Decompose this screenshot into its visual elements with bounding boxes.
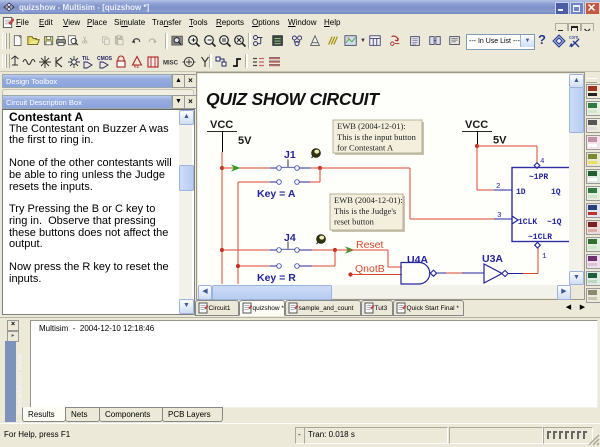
svg-text:1: 1 bbox=[542, 253, 547, 261]
svg-text:~1Q: ~1Q bbox=[547, 218, 562, 227]
svg-text:EWB (2004-12-01):: EWB (2004-12-01): bbox=[334, 195, 403, 205]
svg-text:5V: 5V bbox=[238, 135, 252, 147]
svg-text:~1PR: ~1PR bbox=[529, 173, 548, 182]
svg-text:CMOS: CMOS bbox=[97, 56, 113, 62]
svg-text:Key = A: Key = A bbox=[257, 188, 296, 200]
svg-text:QnotB: QnotB bbox=[355, 263, 385, 275]
svg-text:3: 3 bbox=[497, 212, 502, 220]
svg-text:2: 2 bbox=[496, 183, 501, 191]
svg-text:This is the Judge's: This is the Judge's bbox=[334, 206, 396, 216]
svg-text:Key = R: Key = R bbox=[257, 272, 296, 284]
svg-text:U3A: U3A bbox=[482, 253, 503, 265]
svg-text:1Q: 1Q bbox=[551, 188, 561, 197]
svg-text:1CLK: 1CLK bbox=[518, 218, 537, 227]
svg-text:J4: J4 bbox=[284, 232, 296, 244]
svg-text:J1: J1 bbox=[284, 149, 296, 161]
svg-text:reset button: reset button bbox=[334, 217, 375, 227]
svg-text:QUIZ SHOW CIRCUIT: QUIZ SHOW CIRCUIT bbox=[206, 89, 380, 109]
svg-text:MISC: MISC bbox=[163, 61, 179, 67]
svg-text:VCC: VCC bbox=[465, 119, 488, 131]
svg-text:TIL: TIL bbox=[82, 56, 90, 62]
svg-text:VCC: VCC bbox=[210, 119, 233, 131]
svg-text:4: 4 bbox=[540, 158, 545, 166]
svg-text:01: 01 bbox=[134, 64, 140, 69]
svg-text:Reset: Reset bbox=[356, 239, 384, 251]
svg-text:1D: 1D bbox=[516, 188, 526, 197]
svg-text:EWB (2004-12-01):: EWB (2004-12-01): bbox=[337, 121, 406, 131]
svg-text:com: com bbox=[569, 35, 578, 41]
svg-text:~1CLR: ~1CLR bbox=[528, 233, 552, 242]
svg-text:5V: 5V bbox=[493, 135, 507, 147]
svg-text:for Contestant A: for Contestant A bbox=[337, 143, 394, 153]
svg-text:This is the input button: This is the input button bbox=[337, 132, 417, 142]
